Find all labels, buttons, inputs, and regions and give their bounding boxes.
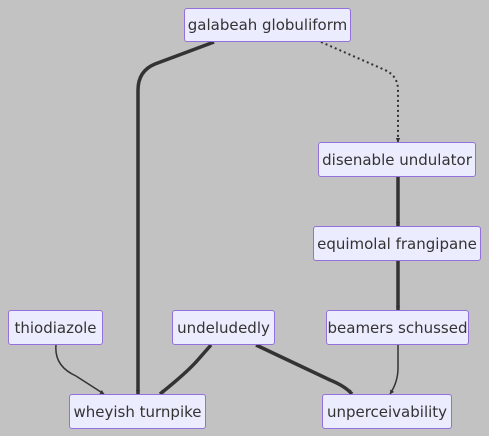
edge-beamers-to-unperceivability xyxy=(389,345,399,395)
node-label: galabeah globuliform xyxy=(187,16,348,34)
edge-undeludedly-to-unperceivability xyxy=(255,343,354,396)
node-label: disenable undulator xyxy=(322,150,472,169)
node-equimolal-frangipane: equimolal frangipane xyxy=(313,226,481,261)
edge-galabeah-to-disenable xyxy=(320,41,401,143)
node-label: equimolal frangipane xyxy=(317,234,477,253)
node-beamers-schussed: beamers schussed xyxy=(326,310,469,345)
node-undeludedly: undeludedly xyxy=(172,310,275,345)
node-galabeah-globuliform: galabeah globuliform xyxy=(184,8,351,42)
node-wheyish-turnpike: wheyish turnpike xyxy=(69,394,206,429)
node-label: thiodiazole xyxy=(14,318,97,337)
edge-thiodiazole-to-wheyish xyxy=(55,344,105,395)
edge-undeludedly-to-wheyish xyxy=(158,343,213,396)
node-disenable-undulator: disenable undulator xyxy=(318,142,476,177)
node-thiodiazole: thiodiazole xyxy=(8,310,103,345)
edge-galabeah-to-wheyish xyxy=(135,40,215,395)
node-label: wheyish turnpike xyxy=(73,402,202,421)
node-label: unperceivability xyxy=(326,402,448,421)
node-label: undeludedly xyxy=(177,318,270,337)
node-label: beamers schussed xyxy=(327,318,468,337)
node-unperceivability: unperceivability xyxy=(322,394,452,429)
